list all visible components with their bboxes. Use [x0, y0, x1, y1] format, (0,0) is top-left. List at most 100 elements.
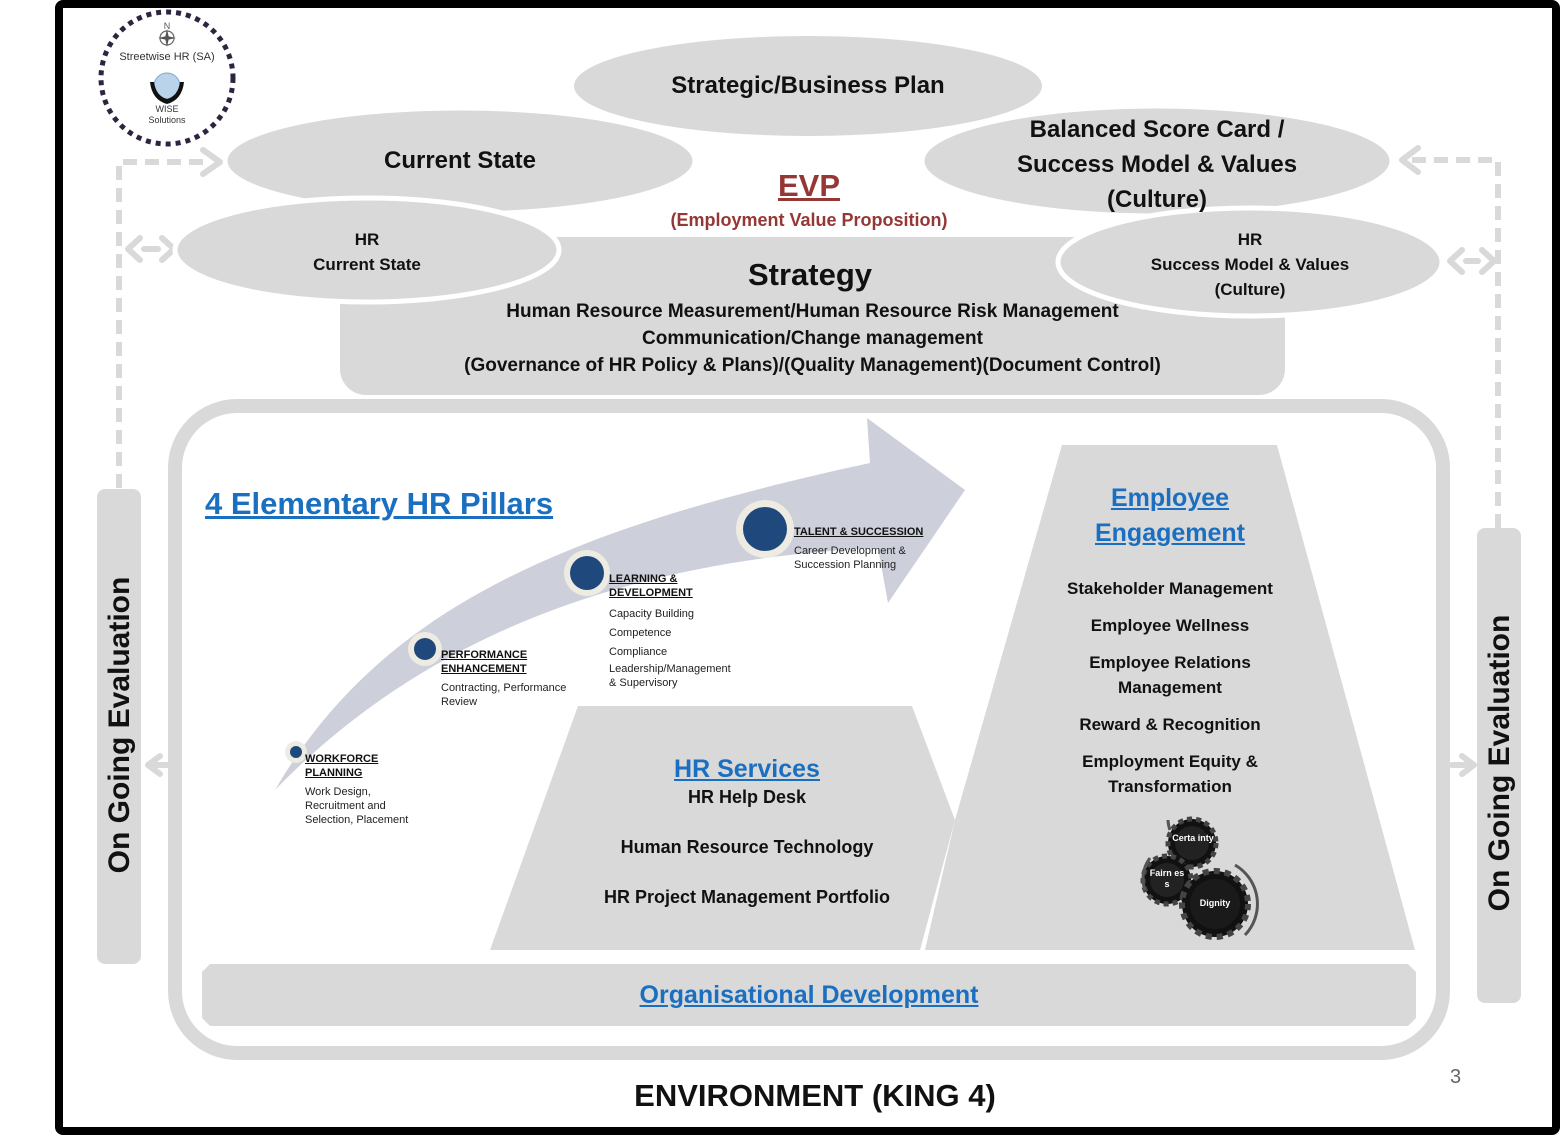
- ee-item: Stakeholder Management: [1067, 579, 1273, 598]
- gear-certainty-icon: [1165, 816, 1219, 870]
- pillar-workforce-desc: Work Design, Recruitment and Selection, …: [305, 785, 408, 827]
- ee-item: Reward & Recognition: [1079, 715, 1261, 734]
- current-state-label: Current State: [383, 147, 537, 174]
- hr-services-item: Human Resource Technology: [620, 837, 874, 857]
- ee-item: Employee Wellness: [1090, 616, 1250, 635]
- learning-dot-icon: [570, 556, 604, 590]
- pillar-desc-line: Leadership/Management: [609, 663, 731, 675]
- pillar-desc-line: Contracting, Performance: [441, 682, 567, 694]
- double-arrow-icon: [125, 235, 177, 263]
- balanced-scorecard-label: Balanced Score Card / Success Model & Va…: [924, 112, 1390, 217]
- right-evaluation-label: On Going Evaluation: [1483, 614, 1516, 912]
- pillar-title-line: PERFORMANCE: [441, 649, 528, 661]
- hr-framework-container: [168, 399, 1450, 1060]
- logo-tagline-line: WISE: [155, 104, 179, 114]
- arrow-right-icon: [200, 147, 223, 177]
- arrow-right-icon: [1449, 753, 1477, 777]
- hr-services-title[interactable]: HR Services: [674, 755, 820, 783]
- hr-services-item: HR Project Management Portfolio: [603, 887, 891, 907]
- pillar-learning-desc: Capacity Building Competence Compliance …: [609, 605, 731, 690]
- logo-org-name: Streetwise HR (SA): [119, 51, 215, 63]
- balanced-scorecard-line: Success Model & Values: [1016, 151, 1298, 178]
- pillar-desc-line: Compliance: [609, 646, 668, 658]
- pillar-desc-line: Selection, Placement: [305, 814, 409, 826]
- gear-fairness-label: Fairn ess: [1149, 868, 1185, 889]
- compass-north-label: N: [163, 21, 171, 31]
- strategy-box: [340, 237, 1285, 395]
- hr-success-model-line: HR: [1237, 230, 1263, 249]
- hr-services-shape: [490, 706, 955, 950]
- evp-subtitle: (Employment Value Proposition): [670, 210, 948, 230]
- employee-engagement-title-line[interactable]: Employee: [1110, 484, 1230, 512]
- hr-current-state-line: HR: [354, 230, 380, 249]
- pillar-desc-line: Competence: [609, 627, 672, 639]
- employee-engagement-title-line[interactable]: Engagement: [1094, 519, 1246, 547]
- arrow-left-icon: [145, 753, 171, 777]
- logo-tagline-line: Solutions: [148, 115, 186, 125]
- logo: [98, 9, 236, 147]
- double-arrow-icon: [1447, 247, 1497, 275]
- hr-success-model-ellipse: [1055, 205, 1445, 319]
- pillars-heading[interactable]: 4 Elementary HR Pillars: [205, 486, 554, 521]
- pillar-learning-title: LEARNING & DEVELOPMENT: [609, 572, 693, 600]
- compass-icon: [158, 29, 176, 47]
- progression-arrow: [275, 418, 965, 790]
- employee-engagement-title[interactable]: Employee Engagement: [1000, 481, 1340, 551]
- org-development-bar: [202, 964, 1416, 1026]
- page-number: 3: [1450, 1066, 1462, 1088]
- gear-dignity-icon: [1179, 868, 1251, 940]
- org-development-wrap: Organisational Development: [202, 980, 1416, 1010]
- hr-current-state-label: HR Current State: [200, 227, 534, 277]
- performance-dot-icon: [414, 638, 436, 660]
- left-dashed-connector: [116, 157, 1501, 528]
- left-evaluation-bar: [97, 489, 141, 964]
- right-evaluation-bar: [1477, 528, 1521, 1003]
- pillar-desc-line: Recruitment and: [305, 800, 386, 812]
- pillar-title-line: DEVELOPMENT: [609, 587, 693, 599]
- arrow-left-icon: [1399, 145, 1421, 175]
- strategy-line: (Governance of HR Policy & Plans)/(Quali…: [464, 355, 1161, 376]
- pillar-desc-line: & Supervisory: [609, 677, 678, 689]
- pillar-title-line: LEARNING &: [609, 573, 678, 585]
- gear-dignity-label: Dignity: [1199, 898, 1231, 908]
- gear-certainty-label: Certa inty: [1172, 833, 1214, 843]
- pillar-title-line: TALENT & SUCCESSION: [794, 526, 924, 538]
- hr-success-model-label: HR Success Model & Values (Culture): [1080, 227, 1420, 302]
- pillar-workforce-title: WORKFORCE PLANNING: [305, 752, 378, 780]
- strategy-line: Communication/Change management: [642, 328, 983, 349]
- pillar-talent-desc: Career Development & Succession Planning: [794, 544, 906, 572]
- org-development-label[interactable]: Organisational Development: [639, 981, 979, 1009]
- pillar-performance-title: PERFORMANCE ENHANCEMENT: [441, 648, 527, 676]
- pillar-desc-line: Review: [441, 696, 478, 708]
- strategy-title: Strategy: [747, 257, 873, 292]
- arrowheads: [125, 145, 1497, 777]
- balanced-scorecard-line: Balanced Score Card /: [1029, 116, 1285, 143]
- left-evaluation-label: On Going Evaluation: [103, 576, 136, 874]
- pillar-desc-line: Succession Planning: [794, 559, 897, 571]
- hr-success-model-line: Success Model & Values: [1150, 255, 1350, 274]
- hr-current-state-ellipse: [172, 195, 562, 305]
- hr-services-item: HR Help Desk: [687, 787, 807, 807]
- pillar-desc-line: Career Development &: [794, 545, 906, 557]
- pillar-talent-title: TALENT & SUCCESSION: [794, 525, 923, 539]
- hr-current-state-line: Current State: [313, 255, 421, 274]
- logo-tagline: WISE Solutions: [100, 104, 234, 126]
- talent-dot-icon: [743, 507, 787, 551]
- pillar-desc-line: Work Design,: [305, 786, 371, 798]
- pillar-dots: [285, 500, 794, 763]
- pillar-title-line: WORKFORCE: [305, 753, 379, 765]
- environment-label: ENVIRONMENT (KING 4): [634, 1078, 996, 1113]
- slide-frame: [55, 0, 1560, 1135]
- pillar-desc-line: Capacity Building: [609, 608, 694, 620]
- ee-item: Employment Equity &Transformation: [1082, 752, 1258, 796]
- strategic-plan-ellipse: [574, 36, 1042, 136]
- employee-engagement-shape: [925, 445, 1415, 950]
- pillar-title-line: PLANNING: [305, 767, 363, 779]
- pillar-title-line: ENHANCEMENT: [441, 663, 527, 675]
- globe-in-hands-icon: [150, 72, 184, 104]
- workforce-dot-icon: [290, 746, 302, 758]
- employee-engagement-items: Stakeholder Management Employee Wellness…: [1000, 576, 1340, 811]
- evp-title: EVP: [777, 168, 841, 203]
